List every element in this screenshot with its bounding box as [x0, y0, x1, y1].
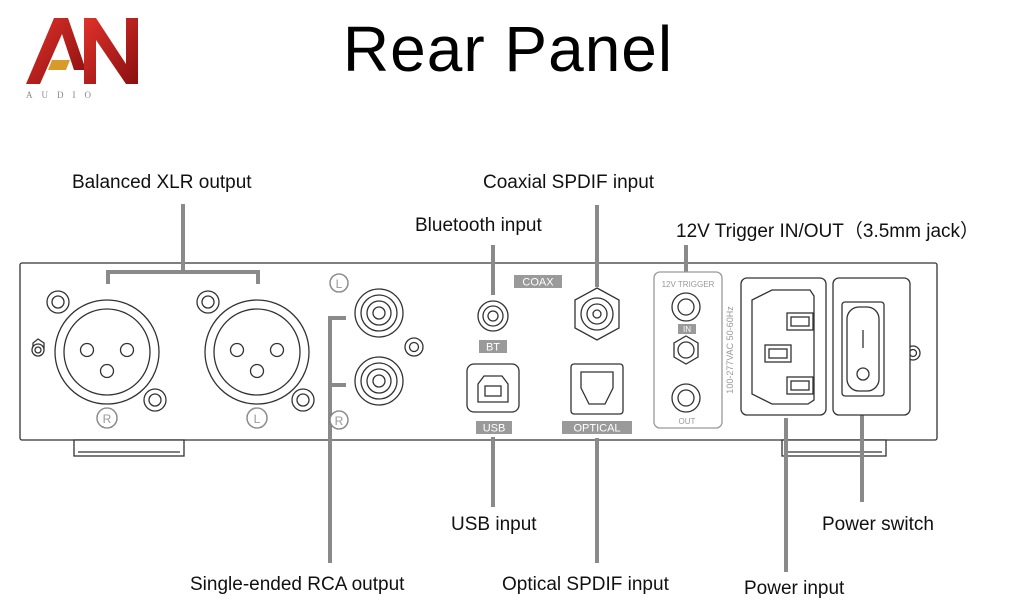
callout-power-input: Power input [744, 578, 845, 599]
xlr-right-label: R [103, 412, 112, 426]
foot-left [73, 439, 185, 457]
callout-xlr: Balanced XLR output [72, 172, 252, 193]
trigger-jack-middle [673, 335, 699, 365]
xlr-left-label: L [254, 412, 261, 426]
usb-tag: USB [476, 421, 512, 435]
brand-subtext: AUDIO [26, 90, 100, 100]
coax-connector [574, 287, 620, 341]
coax-tag-text: COAX [522, 277, 554, 289]
trigger-jack-in [671, 292, 701, 322]
rca-jack-left [329, 273, 404, 338]
foot-right [781, 439, 887, 457]
trigger-jack-out [671, 383, 701, 413]
rca-left-label: L [336, 277, 343, 291]
optical-tag: OPTICAL [562, 421, 632, 435]
leader-rca [328, 316, 346, 563]
bt-tag: BT [479, 340, 507, 354]
power-switch [832, 277, 911, 416]
voltage-label: 100-277VAC 50-60Hz [725, 306, 735, 394]
coax-tag: COAX [514, 275, 562, 289]
optical-tag-text: OPTICAL [573, 423, 620, 435]
xlr-connector-left [196, 290, 315, 429]
page-title: Rear Panel [342, 13, 674, 85]
trigger-in-text: IN [683, 325, 691, 334]
trigger-out-text: OUT [679, 417, 696, 426]
rca-right-label: R [335, 414, 344, 428]
optical-port [570, 363, 624, 415]
callout-trigger: 12V Trigger IN/OUT（3.5mm jack） [676, 221, 980, 242]
brand-logo [26, 18, 138, 84]
leader-xlr-bracket [106, 270, 260, 284]
trigger-title: 12V TRIGGER [662, 280, 715, 289]
callout-bt: Bluetooth input [415, 215, 542, 236]
bt-tag-text: BT [486, 342, 500, 354]
usb-b-port [466, 363, 520, 413]
callout-usb: USB input [451, 514, 537, 535]
callout-power-switch: Power switch [822, 514, 934, 535]
trigger-in-tag: IN [678, 324, 696, 334]
bt-antenna-connector [477, 300, 509, 332]
callout-optical: Optical SPDIF input [502, 574, 669, 595]
power-inlet [740, 277, 827, 416]
usb-tag-text: USB [483, 423, 506, 435]
callout-coax: Coaxial SPDIF input [483, 172, 655, 193]
callout-rca: Single-ended RCA output [190, 574, 405, 595]
xlr-connector-right [46, 290, 167, 429]
